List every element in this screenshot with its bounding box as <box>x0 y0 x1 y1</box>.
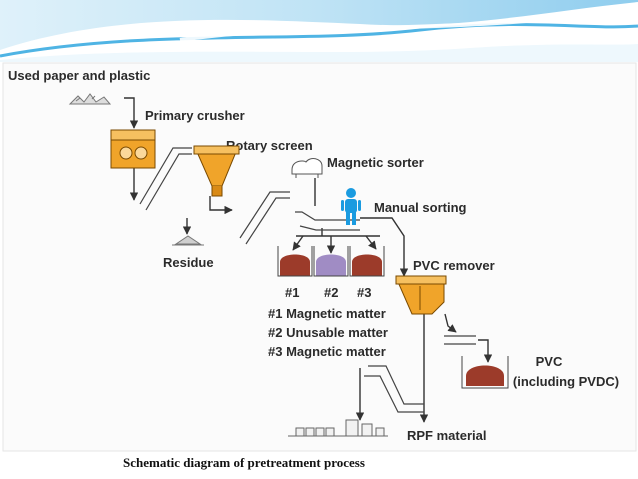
bin-3 <box>349 246 385 277</box>
flow-lines <box>124 97 493 423</box>
legend-item-2: #2 Unusable matter <box>268 325 388 340</box>
legend-item-3: #3 Magnetic matter <box>268 344 386 359</box>
pvc-subtitle-label: (including PVDC) <box>513 374 619 389</box>
magnetic-sorter-machine <box>291 158 323 178</box>
input-label: Used paper and plastic <box>8 68 150 83</box>
worker-icon <box>341 188 361 225</box>
residue-label: Residue <box>163 255 214 270</box>
primary-crusher-machine <box>110 129 156 169</box>
conveyor-belts <box>139 147 476 413</box>
bin-1 <box>277 246 313 277</box>
rpf-material-label: RPF material <box>407 428 486 443</box>
residue-pile-icon <box>172 235 204 246</box>
pvc-label: PVC <box>536 354 563 369</box>
primary-crusher-label: Primary crusher <box>145 108 245 123</box>
bin-2 <box>313 246 349 277</box>
bin-1-label: #1 <box>285 285 299 300</box>
rotary-screen-machine <box>193 145 240 197</box>
pvc-output-bin <box>461 356 509 389</box>
figure-caption: Schematic diagram of pretreatment proces… <box>123 455 365 470</box>
bin-3-label: #3 <box>357 285 371 300</box>
rpf-material-blocks <box>288 419 388 437</box>
manual-sorting-label: Manual sorting <box>374 200 467 215</box>
rotary-screen-label: Rotary screen <box>226 138 313 153</box>
header-wave-decoration <box>0 0 638 62</box>
magnetic-sorter-label: Magnetic sorter <box>327 155 424 170</box>
pvc-remover-machine <box>395 275 447 315</box>
pvc-remover-label: PVC remover <box>413 258 495 273</box>
waste-pile-icon <box>68 93 112 105</box>
bin-2-label: #2 <box>324 285 338 300</box>
legend-item-1: #1 Magnetic matter <box>268 306 386 321</box>
